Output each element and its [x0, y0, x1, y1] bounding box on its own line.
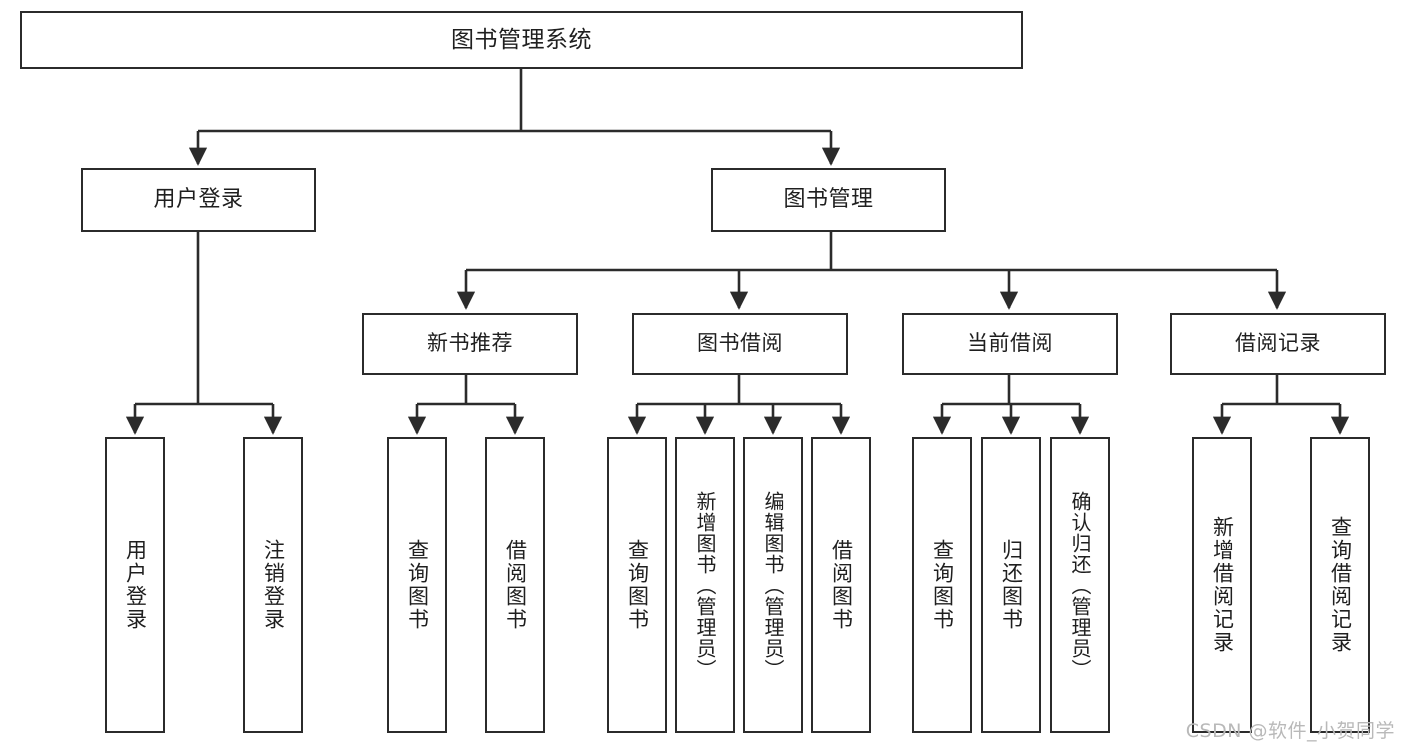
node-leaf-query-book-recommend[interactable]: 查询图书: [387, 437, 447, 733]
node-leaf-add-book[interactable]: 新增图书（管理员）: [675, 437, 735, 733]
node-user-login[interactable]: 用户登录: [81, 168, 316, 232]
node-label: 新书推荐: [427, 331, 513, 356]
node-leaf-confirm-return[interactable]: 确认归还（管理员）: [1050, 437, 1110, 733]
node-leaf-borrow-book-recommend[interactable]: 借阅图书: [485, 437, 545, 733]
node-leaf-query-book-current[interactable]: 查询图书: [912, 437, 972, 733]
node-book-borrow[interactable]: 图书借阅: [632, 313, 848, 375]
node-label: 查询图书: [625, 539, 650, 631]
node-label: 新增借阅记录: [1210, 516, 1235, 654]
node-label: 用户登录: [153, 186, 244, 212]
node-label: 图书管理: [783, 186, 874, 212]
node-leaf-add-borrow-record[interactable]: 新增借阅记录: [1192, 437, 1252, 733]
node-leaf-edit-book[interactable]: 编辑图书（管理员）: [743, 437, 803, 733]
node-label: 新增图书（管理员）: [693, 490, 717, 680]
node-label: 归还图书: [999, 539, 1024, 631]
node-label: 图书管理系统: [451, 26, 592, 53]
node-label: 确认归还（管理员）: [1068, 490, 1092, 680]
node-leaf-return-book[interactable]: 归还图书: [981, 437, 1041, 733]
node-leaf-query-borrow-record[interactable]: 查询借阅记录: [1310, 437, 1370, 733]
node-leaf-user-login[interactable]: 用户登录: [105, 437, 165, 733]
node-label: 图书借阅: [697, 331, 783, 356]
node-label: 查询图书: [405, 539, 430, 631]
node-label: 查询图书: [930, 539, 955, 631]
node-label: 当前借阅: [967, 331, 1053, 356]
node-leaf-query-book-borrow[interactable]: 查询图书: [607, 437, 667, 733]
node-root-system[interactable]: 图书管理系统: [20, 11, 1023, 69]
node-label: 编辑图书（管理员）: [761, 490, 785, 680]
node-borrow-record[interactable]: 借阅记录: [1170, 313, 1386, 375]
node-label: 借阅记录: [1235, 331, 1321, 356]
watermark-text: CSDN @软件_小贺同学: [1185, 720, 1395, 742]
node-new-book-recommend[interactable]: 新书推荐: [362, 313, 578, 375]
node-label: 用户登录: [123, 539, 148, 631]
node-label: 借阅图书: [829, 539, 854, 631]
node-label: 借阅图书: [503, 539, 528, 631]
node-book-management[interactable]: 图书管理: [711, 168, 946, 232]
node-leaf-borrow-book[interactable]: 借阅图书: [811, 437, 871, 733]
node-label: 注销登录: [261, 539, 286, 631]
node-current-borrow[interactable]: 当前借阅: [902, 313, 1118, 375]
node-label: 查询借阅记录: [1328, 516, 1353, 654]
node-leaf-user-logout[interactable]: 注销登录: [243, 437, 303, 733]
